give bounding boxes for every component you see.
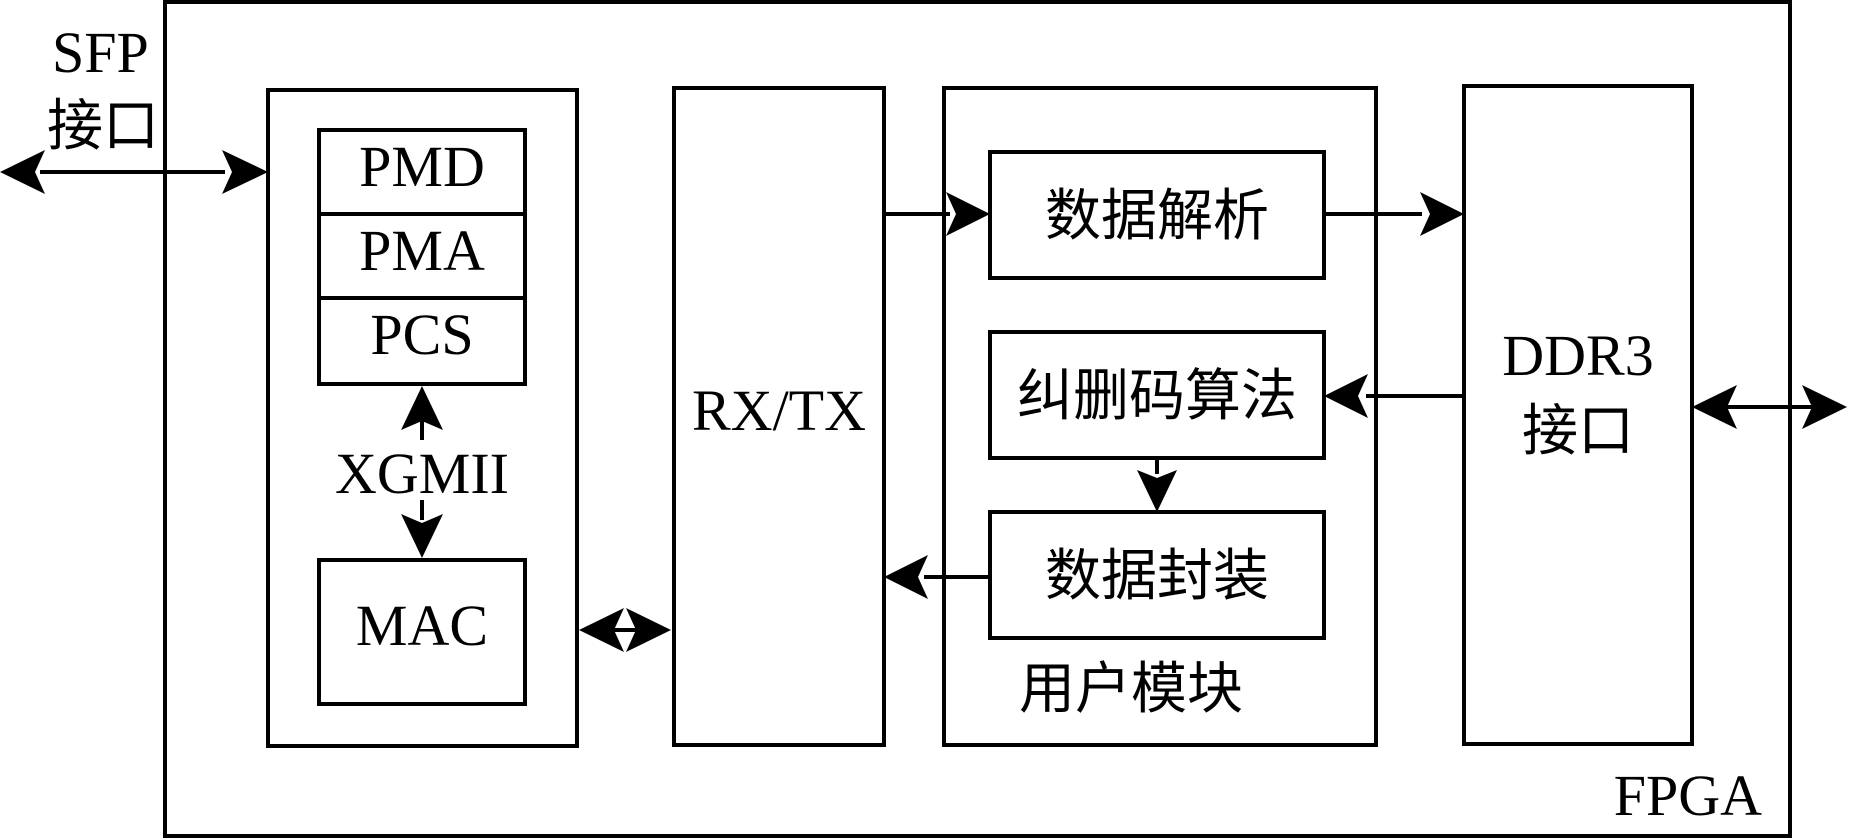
rxtx-to-parse-arrow [884,192,990,236]
xgmii-label: XGMII [335,441,509,506]
mac-block [317,558,527,706]
pmd-label: PMD [359,134,485,199]
xgmii-bidirectional-arrow [401,386,443,558]
mac-label: MAC [356,593,488,658]
rxtx-label: RX/TX [692,378,866,443]
mac-rxtx-bidirectional-arrow [579,608,671,652]
ddr3-to-erasure-arrow [1324,374,1464,418]
ddr3-label-line2: 接口 [1522,401,1634,463]
pma-label: PMA [359,218,485,283]
pcs-block [317,296,527,386]
sfp-bidirectional-arrow [0,150,268,194]
sfp-label-line2: 接口 [47,96,159,158]
erasure-code-block [988,330,1326,460]
erasure-code-label: 纠删码算法 [1017,366,1297,428]
sfp-label-line1: SFP [52,20,149,85]
data-parse-block [988,150,1326,280]
fpga-label: FPGA [1614,763,1762,828]
pmd-block [317,128,527,216]
ddr3-external-bidirectional-arrow [1692,385,1847,429]
ddr3-interface-block [1462,84,1694,746]
encap-to-rxtx-arrow [884,555,990,599]
user-module-label: 用户模块 [1019,659,1243,721]
data-encap-label: 数据封装 [1045,546,1269,608]
pcs-label: PCS [370,302,473,367]
data-encap-block [988,510,1326,640]
rxtx-block [672,86,886,747]
ddr3-label-line1: DDR3 [1502,323,1653,388]
data-parse-label: 数据解析 [1045,186,1269,248]
parse-to-ddr3-arrow [1324,192,1464,236]
erasure-to-encap-arrow [1137,458,1177,512]
